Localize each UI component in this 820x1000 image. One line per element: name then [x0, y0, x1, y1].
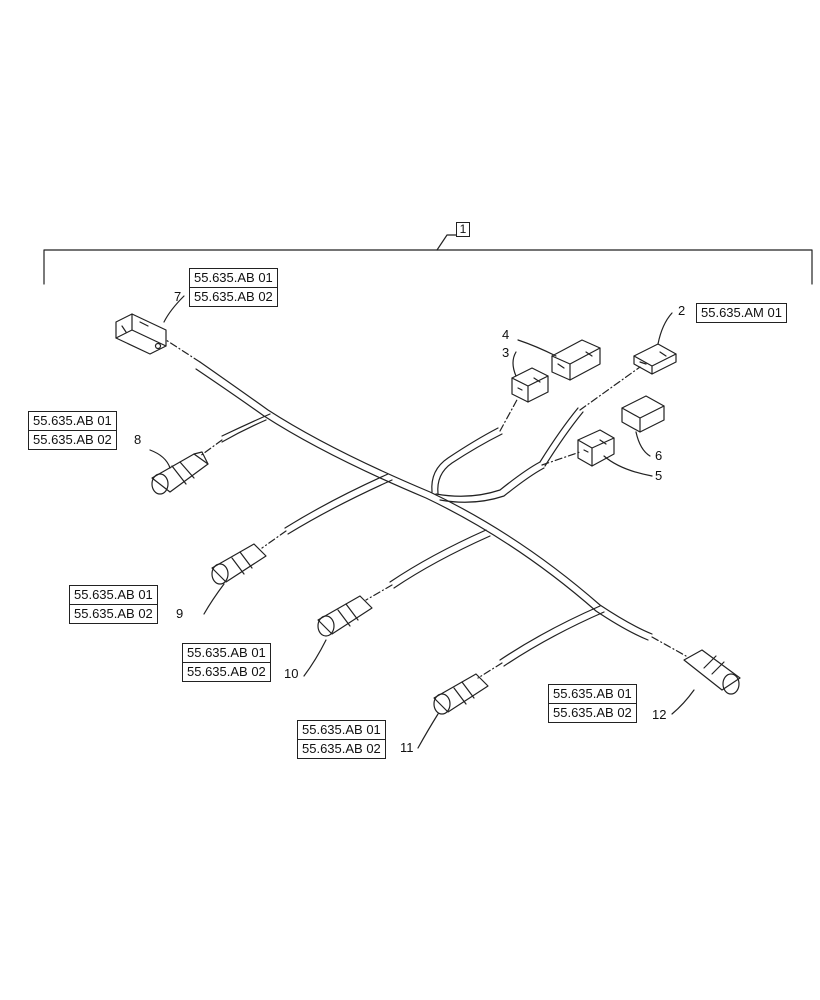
- ref-box-9: 55.635.AB 01 55.635.AB 02: [69, 585, 158, 624]
- callout-10: 10: [284, 666, 299, 681]
- connector-11-icon: [433, 673, 489, 715]
- callout-9: 9: [176, 606, 184, 621]
- callout-7: 7: [174, 289, 182, 304]
- callout-11: 11: [400, 740, 414, 755]
- assembly-leader: [436, 234, 457, 251]
- ref-link[interactable]: 55.635.AB 02: [29, 430, 116, 449]
- harness-branch-8: [221, 413, 271, 443]
- harness-branch-11: [499, 605, 605, 667]
- ref-link[interactable]: 55.635.AM 01: [701, 305, 782, 320]
- ref-link[interactable]: 55.635.AB 01: [194, 270, 273, 285]
- leader-lines: [149, 295, 695, 749]
- harness-branch-5-6: [435, 407, 584, 503]
- ref-box-2: 55.635.AM 01: [696, 303, 787, 323]
- assembly-bracket: [43, 249, 813, 285]
- ref-link[interactable]: 55.635.AB 02: [190, 287, 277, 306]
- dash-dot-lines: [165, 339, 687, 679]
- harness-trunk: [195, 361, 653, 641]
- ref-link[interactable]: 55.635.AB 01: [74, 587, 153, 602]
- ref-link[interactable]: 55.635.AB 02: [70, 604, 157, 623]
- ref-box-7: 55.635.AB 01 55.635.AB 02: [189, 268, 278, 307]
- harness-branch-9: [284, 473, 393, 535]
- connector-6-icon: [621, 395, 665, 433]
- ref-link[interactable]: 55.635.AB 02: [183, 662, 270, 681]
- connector-12-icon: [683, 649, 741, 695]
- connector-9-icon: [211, 543, 267, 585]
- connector-8-icon: [151, 451, 209, 495]
- ref-link[interactable]: 55.635.AB 01: [302, 722, 381, 737]
- harness-branch-10: [389, 529, 491, 589]
- ref-box-10: 55.635.AB 01 55.635.AB 02: [182, 643, 271, 682]
- ref-box-11: 55.635.AB 01 55.635.AB 02: [297, 720, 386, 759]
- callout-3: 3: [502, 345, 510, 360]
- assembly-item-number: 1: [456, 222, 470, 237]
- callout-6: 6: [655, 448, 663, 463]
- ref-link[interactable]: 55.635.AB 02: [549, 703, 636, 722]
- connector-2-icon: [633, 343, 677, 375]
- connector-5-icon: [577, 429, 615, 467]
- ref-box-8: 55.635.AB 01 55.635.AB 02: [28, 411, 117, 450]
- harness-branch-3-4: [431, 427, 503, 495]
- callout-4: 4: [502, 327, 510, 342]
- ref-link[interactable]: 55.635.AB 02: [298, 739, 385, 758]
- connector-7-icon: [115, 313, 167, 355]
- ref-link[interactable]: 55.635.AB 01: [553, 686, 632, 701]
- connector-4-icon: [551, 339, 601, 381]
- callout-2: 2: [678, 303, 686, 318]
- callout-12: 12: [652, 707, 667, 722]
- connector-10-icon: [317, 595, 373, 637]
- callout-5: 5: [655, 468, 663, 483]
- ref-link[interactable]: 55.635.AB 01: [187, 645, 266, 660]
- connector-3-icon: [511, 367, 549, 403]
- callout-8: 8: [134, 432, 142, 447]
- ref-link[interactable]: 55.635.AB 01: [33, 413, 112, 428]
- ref-box-12: 55.635.AB 01 55.635.AB 02: [548, 684, 637, 723]
